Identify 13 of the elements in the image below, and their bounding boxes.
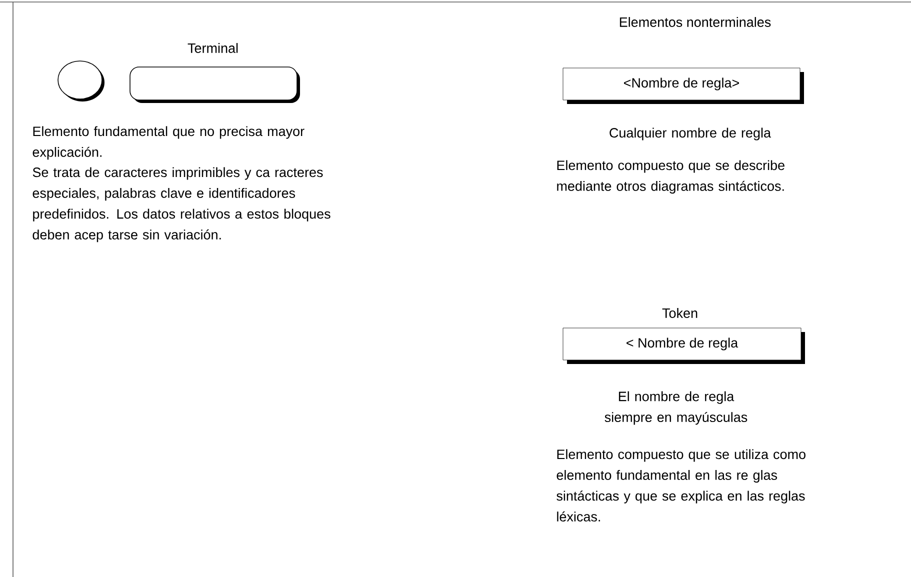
- node-heading: Token: [662, 308, 698, 318]
- description-text: Elemento compuesto que se utiliza como elemento fundamental en las re glas sintácticas y que se explica en las reglas léxicas.: [556, 449, 806, 522]
- rounded-box: [130, 66, 300, 103]
- description-text: Elemento compuesto que se describe mediante otros diagramas sintácticos.: [557, 160, 784, 194]
- rule-box: <Nombre de regla>: [562, 68, 804, 104]
- description-text: Elemento fundamental que no precisa mayor explicación.: [32, 126, 304, 160]
- node-heading: Elementos nonterminales: [620, 17, 771, 27]
- node-caption: El nombre de regla siempre en mayúsculas: [604, 391, 748, 425]
- node-caption: Cualquier nombre de regla: [610, 128, 771, 140]
- section-heading: Terminal: [188, 43, 238, 53]
- description-text: Se trata de caracteres imprimibles y ca racteres especiales, palabras clave e identificadores predefinidos. Los datos relativos a estos bloques deben acep tarse sin variación.: [32, 167, 330, 242]
- circle-shape: [58, 60, 104, 102]
- rule-box: < Nombre de regla: [562, 328, 805, 364]
